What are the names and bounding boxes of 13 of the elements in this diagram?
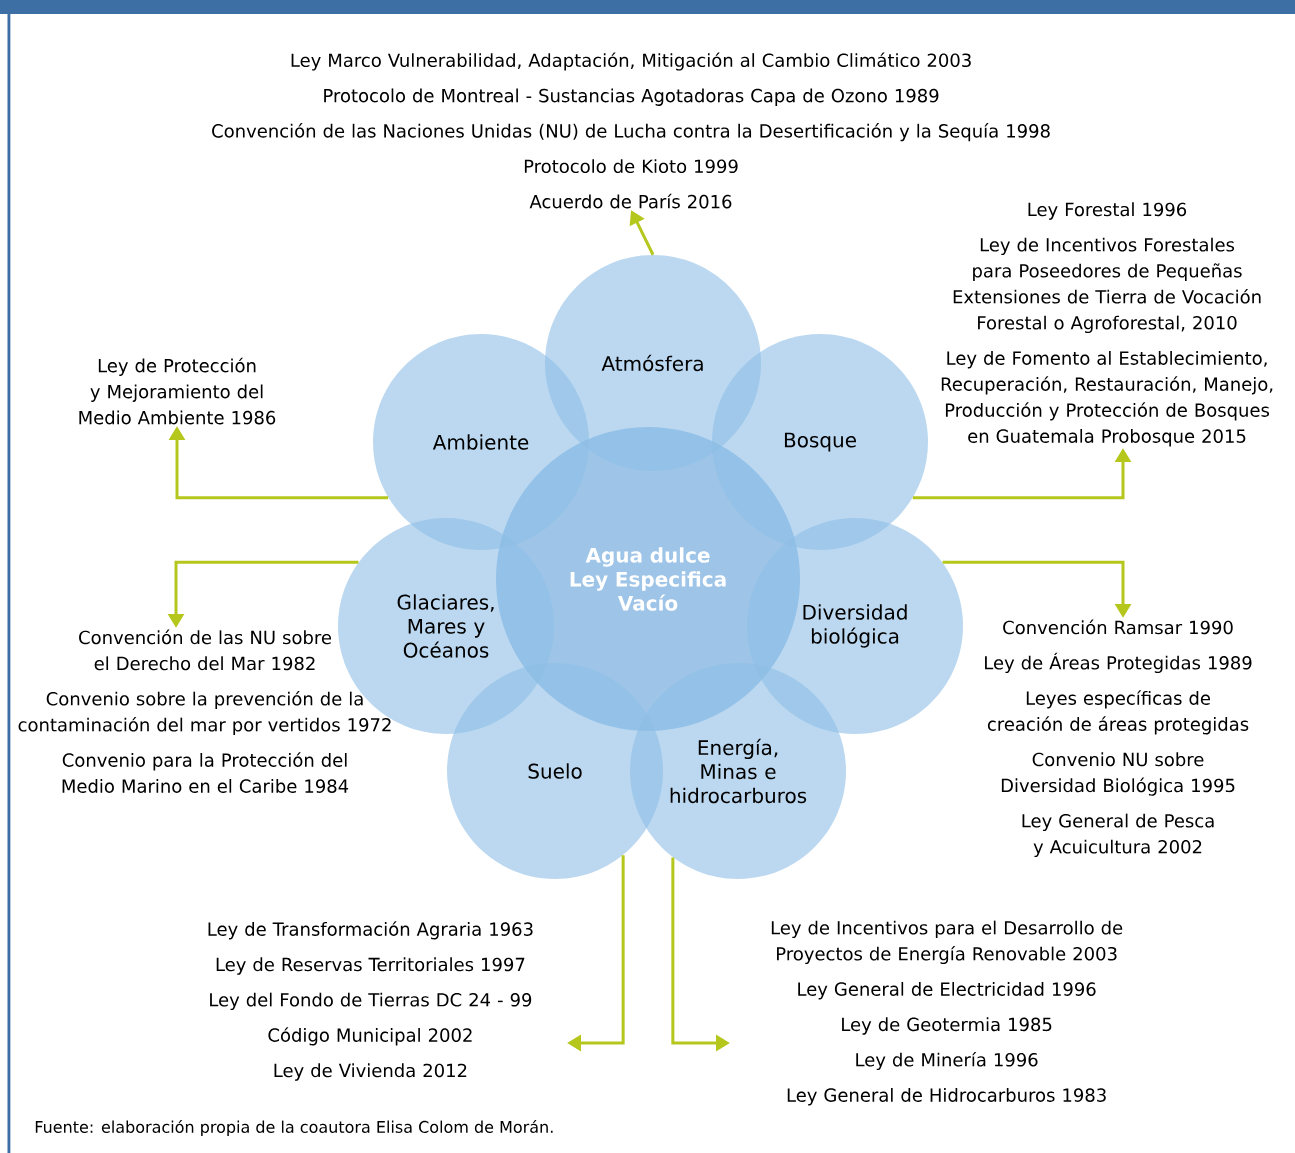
law-list: Ley de Transformación Agraria 1963 Ley de Reservas Territoriales 1997 Ley del Fondo de Tierras DC 24 - 99 Código Municipal 2002 Ley de Vivienda 2012 [208, 921, 533, 1081]
circle-node: Suelo [447, 663, 663, 879]
circle-node: Diversidad biológica [747, 518, 963, 734]
law-list: Ley Forestal 1996 Ley de Incentivos Forestales para Poseedores de Pequeñas Extensiones de Tierra de Vocación Forestal o Agroforestal, 2010 Ley de Fomento al Establecimiento, Recuperación, Restauración, Manejo, Producción y Protección de Bosques en Guatemala Probosque 2015 [941, 202, 1273, 447]
circle-node: Bosque [712, 334, 928, 550]
law-list: Ley de Incentivos para el Desarrollo de Proyectos de Energía Renovable 2003 Ley General de Electricidad 1996 Ley de Geotermia 1985 Ley de Minería 1996 Ley General de Hidrocarburos 1983 [771, 920, 1123, 1106]
law-list: Convención de las NU sobre el Derecho del Mar 1982 Convenio sobre la prevención de la contaminación del mar por vertidos 1972 Convenio para la Protección del Medio Marino en el Caribe 1984 [18, 629, 391, 793]
caption: Fuente: elaboración propia de la coautora Elisa Colom de Morán. [35, 1119, 553, 1137]
circle-node: Ambiente [373, 334, 589, 550]
circle-node: Atmósfera [545, 255, 761, 471]
law-list: Ley de Protección y Mejoramiento del Medio Ambiente 1986 [79, 357, 276, 425]
law-list: Convención Ramsar 1990 Ley de Áreas Protegidas 1989 Leyes específicas de creación de áreas protegidas Convenio NU sobre Diversidad Biológica 1995 Ley General de Pesca y Acuicultura 2002 [985, 619, 1252, 858]
circle-node: Energía, Minas e hidrocarburos [630, 663, 846, 879]
